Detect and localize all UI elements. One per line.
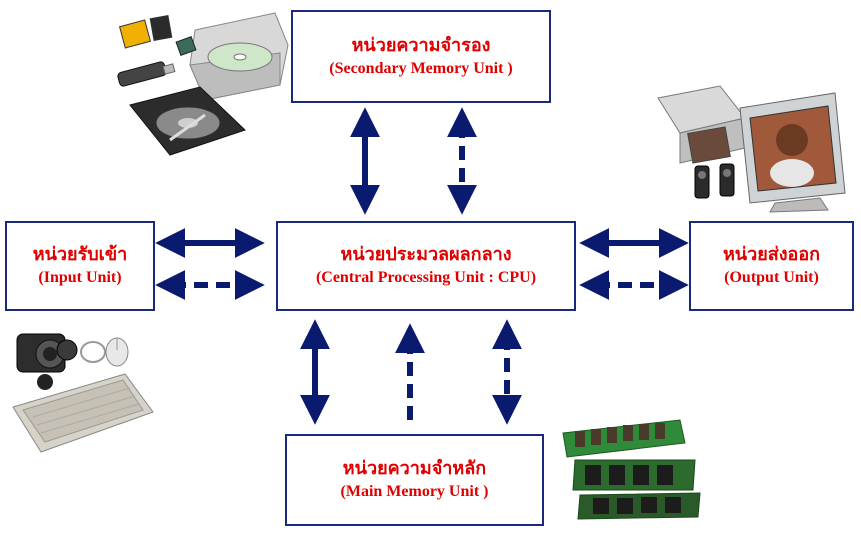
main-memory-english-label: (Main Memory Unit ) [340,483,489,500]
camera-mouse-keyboard-picture [12,333,154,453]
output-unit-box: หน่วยส่งออก (Output Unit) [689,221,854,311]
secondary-memory-thai-label: หน่วยความจำรอง [351,34,491,56]
cpu-english-label: (Central Processing Unit : CPU) [315,269,537,286]
main-memory-thai-label: หน่วยความจำหลัก [342,458,487,479]
secondary-memory-english-label: (Secondary Memory Unit ) [329,59,513,77]
input-unit-thai-label: หน่วยรับเข้า [32,244,128,265]
ram-modules-picture [562,419,701,520]
input-unit-english-label: (Input Unit) [38,269,122,286]
output-unit-english-label: (Output Unit) [724,269,819,286]
cpu-box: หน่วยประมวลผลกลาง (Central Processing Un… [276,221,576,311]
secondary-memory-box: หน่วยความจำรอง (Secondary Memory Unit ) [291,10,551,103]
input-unit-box: หน่วยรับเข้า (Input Unit) [5,221,155,311]
storage-devices-picture [117,12,289,156]
cpu-thai-label: หน่วยประมวลผลกลาง [340,244,512,265]
output-unit-thai-label: หน่วยส่งออก [722,244,821,265]
main-memory-box: หน่วยความจำหลัก (Main Memory Unit ) [285,434,544,526]
printer-monitor-speakers-picture [657,85,846,213]
